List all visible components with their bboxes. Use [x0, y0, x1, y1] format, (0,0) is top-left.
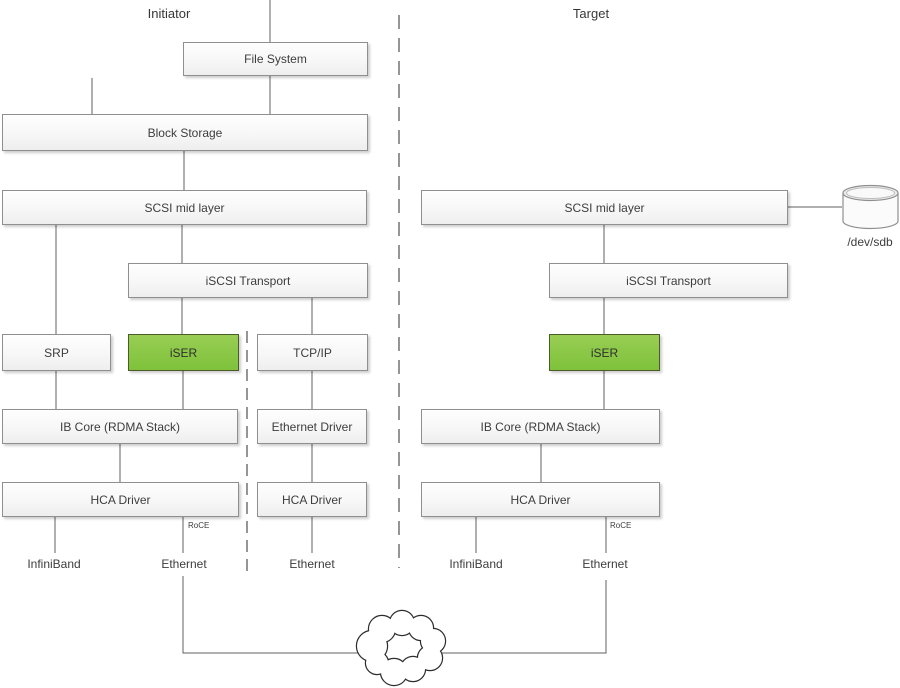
node-srp: SRP [2, 334, 111, 371]
node-ib-core-target: IB Core (RDMA Stack) [421, 409, 660, 444]
node-iscsi-transport-initiator: iSCSI Transport [128, 263, 368, 298]
node-iser-initiator: iSER [128, 334, 239, 371]
port-label-infiniband-initiator: InfiniBand [27, 557, 81, 571]
node-tcpip: TCP/IP [257, 334, 368, 371]
node-file-system: File System [183, 42, 368, 76]
roce-label-initiator: RoCE [188, 521, 210, 530]
storage-disk-icon [842, 184, 899, 230]
port-label-infiniband-target: InfiniBand [449, 557, 503, 571]
connector-lines [54, 0, 842, 654]
port-label-ethernet-roce-initiator: Ethernet [161, 557, 207, 571]
port-label-ethernet-target: Ethernet [582, 557, 628, 571]
port-label-ethernet-nic-initiator: Ethernet [289, 557, 335, 571]
storage-device-label: /dev/sdb [847, 235, 893, 249]
roce-label-target: RoCE [610, 521, 632, 530]
target-section-title: Target [572, 6, 610, 21]
node-iser-target: iSER [549, 334, 660, 371]
node-iscsi-transport-target: iSCSI Transport [549, 263, 788, 298]
node-ethernet-driver: Ethernet Driver [257, 409, 367, 444]
initiator-section-title: Initiator [147, 6, 191, 21]
node-block-storage: Block Storage [2, 114, 368, 151]
node-hca-driver-target: HCA Driver [421, 482, 660, 517]
node-scsi-mid-layer-target: SCSI mid layer [421, 190, 788, 225]
node-hca-driver-initiator: HCA Driver [2, 482, 239, 517]
network-cloud-icon [355, 609, 447, 687]
node-ib-core-initiator: IB Core (RDMA Stack) [2, 409, 238, 444]
node-hca-driver-ethernet: HCA Driver [257, 482, 367, 517]
node-scsi-mid-layer-initiator: SCSI mid layer [2, 190, 367, 225]
